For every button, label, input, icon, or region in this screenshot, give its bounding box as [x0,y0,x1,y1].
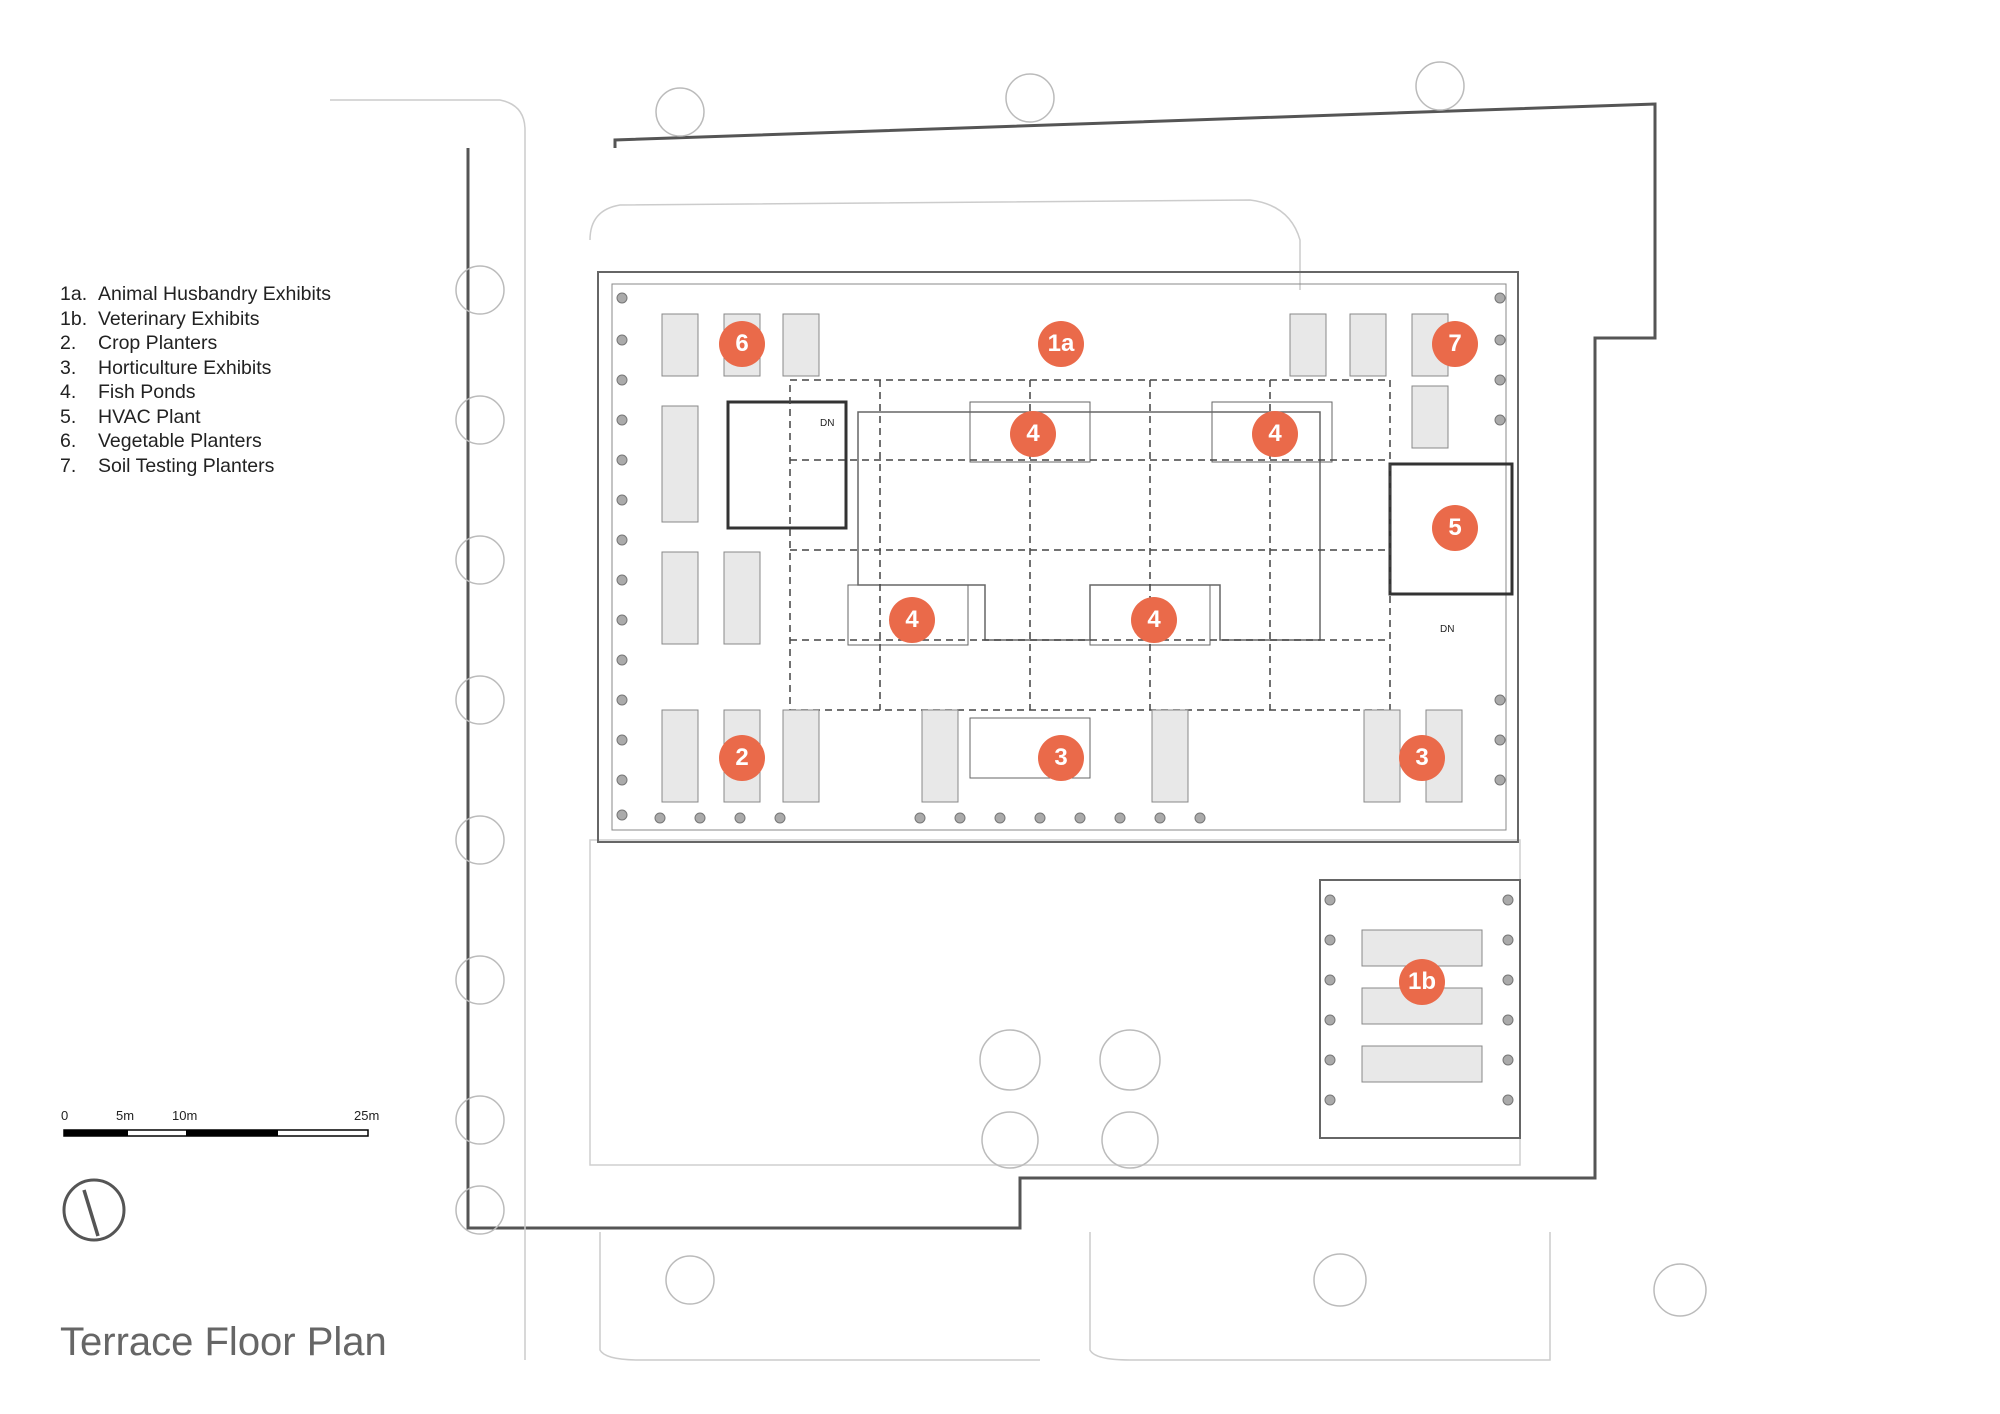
stair-down-label: DN [820,418,835,429]
terrace-inner-outline [611,283,1507,831]
perimeter-columns [616,292,1514,1106]
marker-4: 4 [1131,597,1177,643]
marker-6: 6 [719,321,765,367]
north-arrow-icon [62,1178,126,1242]
legend-code: 2. [60,332,77,354]
legend-label: Soil Testing Planters [98,454,275,477]
legend-code: 5. [60,405,77,428]
veterinary-wing-outline [1319,879,1521,1139]
legend-item: 5. HVAC Plant [60,405,331,430]
legend-item: 4. Fish Ponds [60,380,331,405]
legend-item: 2. Crop Planters [60,331,331,356]
marker-7: 7 [1432,321,1478,367]
legend-code: 7. [60,454,77,477]
legend-label: Crop Planters [98,332,218,354]
plan-title: Terrace Floor Plan [60,1320,387,1364]
marker-2: 2 [719,735,765,781]
legend-code: 4. [60,381,77,403]
scale-label-0: 0 [61,1108,69,1123]
marker-4: 4 [889,597,935,643]
legend: 1a. Animal Husbandry Exhibits 1b. Veterina… [60,282,331,478]
building-outline [589,199,1301,290]
street-edge-south [599,1232,1040,1361]
marker-1a: 1a [1038,321,1084,367]
scale-bar [63,1129,369,1137]
legend-label: Veterinary Exhibits [98,307,260,330]
scale-label-25m: 25m [354,1108,380,1123]
legend-code: 1b. [60,307,88,330]
street-edge [330,99,526,1360]
legend-code: 3. [60,356,77,379]
legend-item: 1b. Veterinary Exhibits [60,307,331,332]
legend-code: 6. [60,430,77,452]
legend-label: Vegetable Planters [98,430,262,452]
marker-4: 4 [1010,411,1056,457]
site-boundary [466,102,1657,1230]
legend-item: 7. Soil Testing Planters [60,454,331,479]
marker-1b: 1b [1399,959,1445,1005]
fish-pond-outlines [847,401,1333,779]
legend-item: 1a. Animal Husbandry Exhibits [60,282,331,307]
legend-label: Fish Ponds [98,381,196,403]
street-edge-south-east [1089,1232,1551,1361]
marker-4: 4 [1252,411,1298,457]
legend-label: Animal Husbandry Exhibits [98,283,332,305]
stair-down-label: DN [1440,624,1455,635]
legend-label: HVAC Plant [98,405,201,428]
legend-item: 3. Horticulture Exhibits [60,356,331,381]
marker-3: 3 [1038,735,1084,781]
terrace-outline [597,271,1519,843]
scale-label-5m: 5m [116,1108,135,1123]
planter-beds [661,313,1483,1083]
scale-label-10m: 10m [172,1108,198,1123]
stair-core [726,400,848,530]
marker-3: 3 [1399,735,1445,781]
site-trees [455,61,1707,1317]
legend-item: 6. Vegetable Planters [60,429,331,454]
legend-code: 1a. [60,283,88,305]
legend-label: Horticulture Exhibits [98,356,272,379]
marker-5: 5 [1432,505,1478,551]
